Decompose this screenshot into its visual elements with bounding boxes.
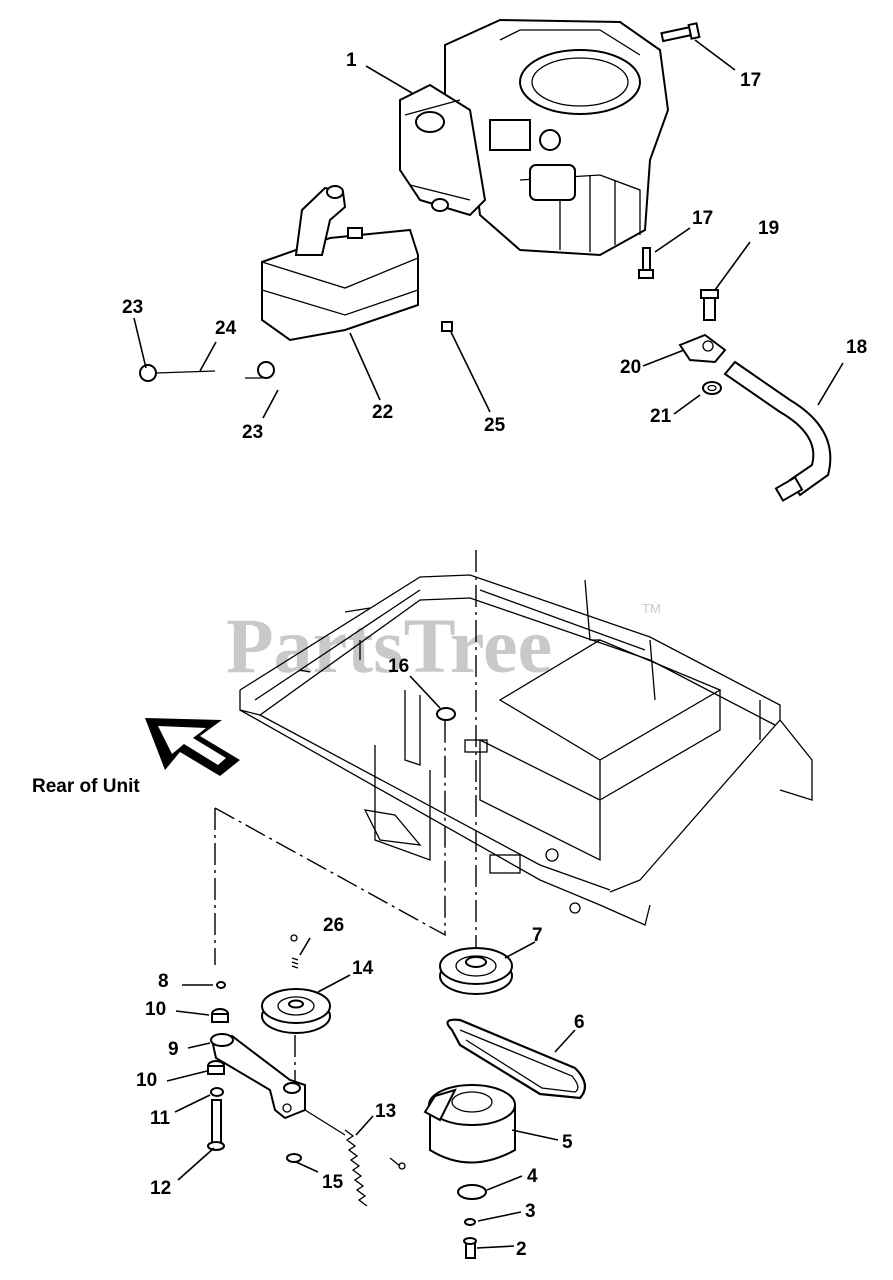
centerline-idler [214,720,446,937]
callout-4: 4 [527,1166,538,1187]
idler-arm [210,1033,306,1120]
washer-4 [457,1184,487,1200]
engine [399,18,670,257]
callout-7: 7 [532,925,543,946]
bolt-17-upper [660,22,701,43]
lockwasher-3 [464,1218,476,1226]
engine-pulley [439,947,513,995]
nut-25 [441,321,453,332]
callout-19: 19 [758,218,779,239]
callout-6: 6 [574,1012,585,1033]
callout-23-right: 23 [242,422,263,443]
callout-17-upper: 17 [740,70,761,91]
rear-direction-arrow [145,718,240,776]
nut-16 [436,707,456,721]
idler-arm-hardware [207,981,229,1151]
callout-10-lower: 10 [136,1070,157,1091]
callout-14: 14 [352,958,374,979]
callout-26: 26 [323,915,344,936]
callout-2: 2 [516,1239,527,1260]
muffler [261,185,419,342]
bolt-17-lower [638,247,654,279]
callout-15: 15 [322,1172,344,1193]
callout-21: 21 [650,406,672,427]
callout-18: 18 [846,337,867,358]
rear-of-unit-label: Rear of Unit [32,776,140,797]
callout-1: 1 [346,50,357,71]
callout-13: 13 [375,1101,396,1122]
watermark-trademark: TM [642,601,661,616]
idler-pulley [261,988,331,1034]
callout-9: 9 [168,1039,179,1060]
callout-25: 25 [484,415,506,436]
drive-belt [446,1018,587,1100]
bolt-2 [463,1237,477,1259]
callout-11: 11 [150,1108,171,1129]
callout-8: 8 [158,971,169,992]
callout-12: 12 [150,1178,171,1199]
callout-10-upper: 10 [145,999,166,1020]
callout-16: 16 [388,656,409,677]
fuel-line [678,289,832,502]
callout-22: 22 [372,402,393,423]
extension-spring [304,1109,406,1207]
leader-lines [133,39,844,1249]
callout-5: 5 [562,1132,573,1153]
callout-17-lower: 17 [692,208,713,229]
electric-clutch [423,1084,516,1164]
watermark: PartsTree [226,602,552,689]
washer-15 [286,1153,302,1163]
callout-3: 3 [525,1201,536,1222]
callout-24: 24 [215,318,237,339]
callout-23-left: 23 [122,297,143,318]
tractor-frame [239,574,813,926]
callout-20: 20 [620,357,641,378]
spring-26 [290,934,299,969]
clamp-assembly [139,361,276,382]
